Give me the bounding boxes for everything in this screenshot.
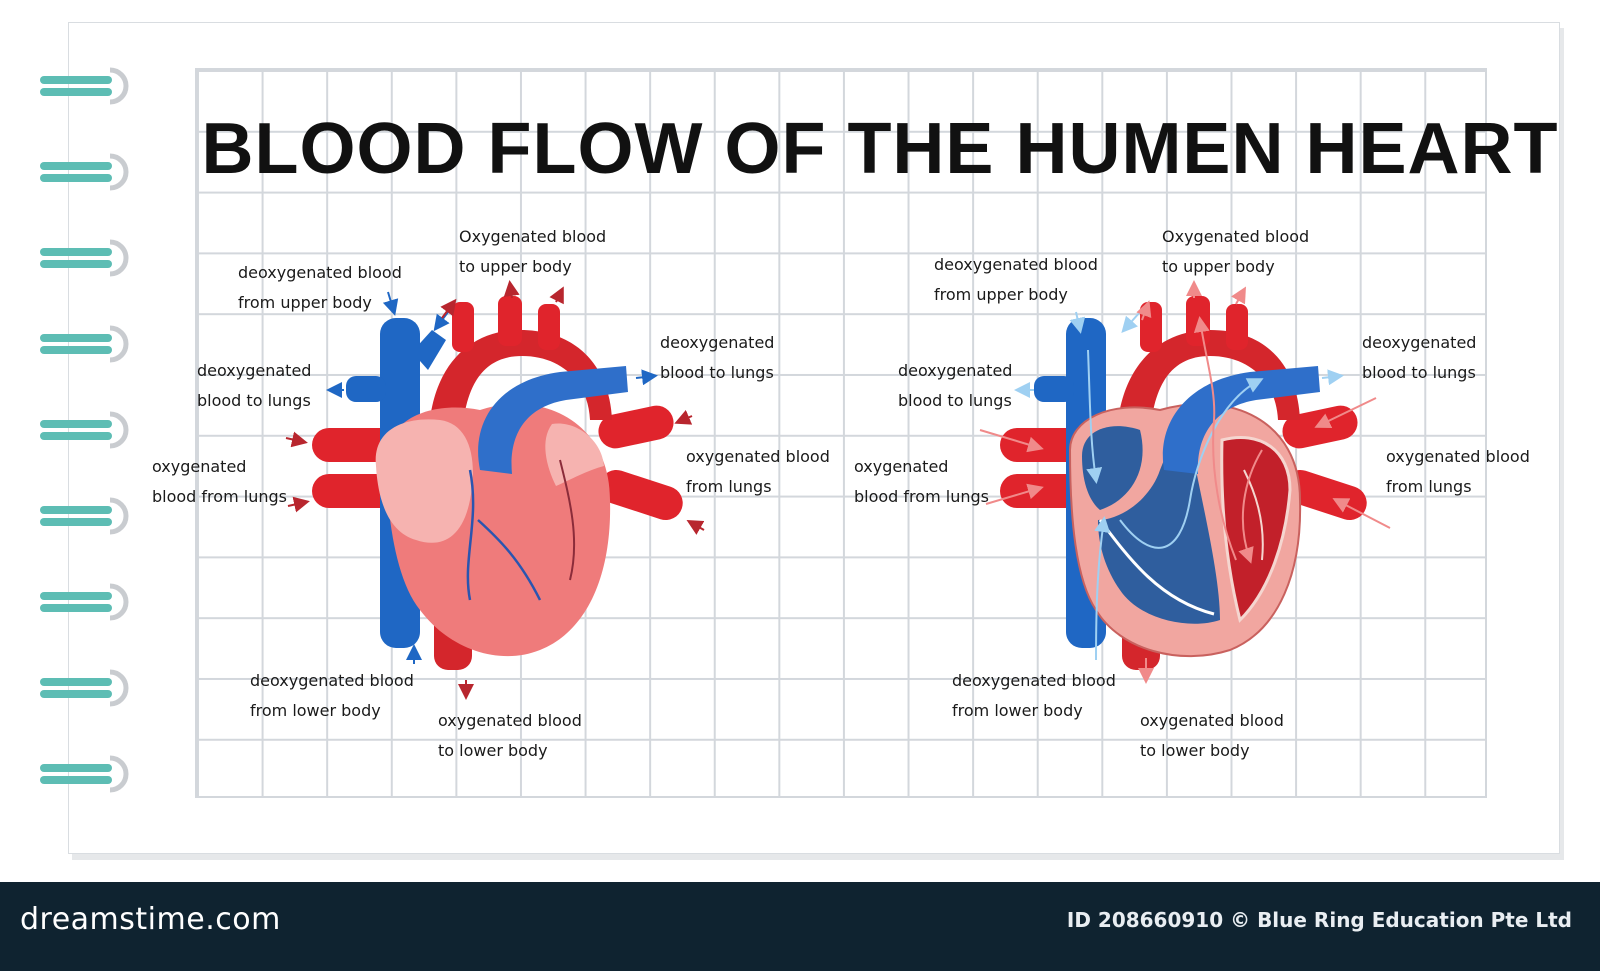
left-valve	[1243, 469, 1264, 561]
brachiocephalic-artery	[1140, 302, 1162, 352]
septum	[1098, 519, 1215, 616]
binding-ring	[40, 497, 129, 535]
subclavian-artery	[538, 304, 560, 350]
flow-arrow	[433, 311, 450, 332]
flow-arrow	[1231, 286, 1246, 305]
aortic-arch	[428, 330, 612, 470]
pulmonary-vein-right-lower	[599, 469, 683, 521]
aortic-arch	[1116, 330, 1300, 470]
image-credit: ID 208660910 © Blue Ring Education Pte L…	[1066, 908, 1572, 932]
flow-arrow	[1136, 300, 1152, 321]
external-heart	[285, 280, 705, 700]
coronary-vessels	[559, 459, 576, 581]
binding-ring	[40, 583, 129, 621]
heart-diagrams	[285, 280, 1391, 700]
flow-arrow	[674, 409, 693, 425]
flow-arrow	[979, 429, 1044, 453]
flow-arrow	[1332, 498, 1391, 529]
flow-arrow	[985, 483, 1044, 505]
pulmonary-artery-left-branch	[1034, 376, 1074, 402]
flow-arrow	[1314, 397, 1377, 428]
flow-arrow	[1094, 516, 1111, 661]
carotid-artery	[498, 296, 522, 346]
binding-ring	[40, 153, 129, 191]
pulmonary-artery-left-branch	[346, 376, 386, 402]
binding-ring	[40, 239, 129, 277]
binding-ring	[40, 669, 129, 707]
binding-ring	[40, 325, 129, 363]
flow-arrow	[635, 369, 658, 386]
pulmonary-trunk	[478, 366, 628, 474]
brachiocephalic-artery	[452, 302, 474, 352]
brand-watermark[interactable]: dreamstime.com	[20, 902, 281, 937]
pulmonary-trunk	[1162, 366, 1320, 474]
flow-arrow	[1069, 311, 1086, 334]
flow-arrow	[686, 520, 705, 535]
flow-arrow	[285, 431, 308, 448]
flow-arrow	[382, 291, 399, 316]
brachiocephalic-vein	[412, 330, 446, 370]
flow-arrow	[1193, 316, 1237, 561]
left-atrium	[545, 423, 604, 486]
right-ventricle-chamber	[1098, 430, 1220, 624]
page-title: BLOOD FLOW OF THE HUMEN HEART	[201, 109, 1559, 189]
binding-ring	[40, 67, 129, 105]
right-atrium-chamber	[1082, 426, 1143, 510]
flow-arrow	[1238, 449, 1263, 564]
right-atrium	[375, 419, 473, 543]
flow-arrow	[1121, 311, 1141, 333]
cross-section-heart	[979, 280, 1391, 684]
flow-arrow	[1086, 349, 1103, 484]
binding-ring	[40, 411, 129, 449]
flow-arrow	[549, 286, 564, 305]
subclavian-artery	[1226, 304, 1248, 350]
footer-bar: dreamstime.com ID 208660910 © Blue Ring …	[0, 882, 1600, 971]
left-ventricle-chamber	[1220, 435, 1292, 623]
flow-arrow	[440, 298, 457, 319]
pulmonary-vein-right-upper	[598, 405, 674, 449]
flow-arrow	[287, 496, 310, 513]
flow-arrow	[1119, 378, 1264, 549]
binding-ring	[40, 755, 129, 793]
coronary-vessels	[466, 469, 542, 601]
carotid-artery	[1186, 296, 1210, 346]
flow-arrow	[1321, 369, 1344, 386]
flow-arrow	[503, 280, 520, 299]
